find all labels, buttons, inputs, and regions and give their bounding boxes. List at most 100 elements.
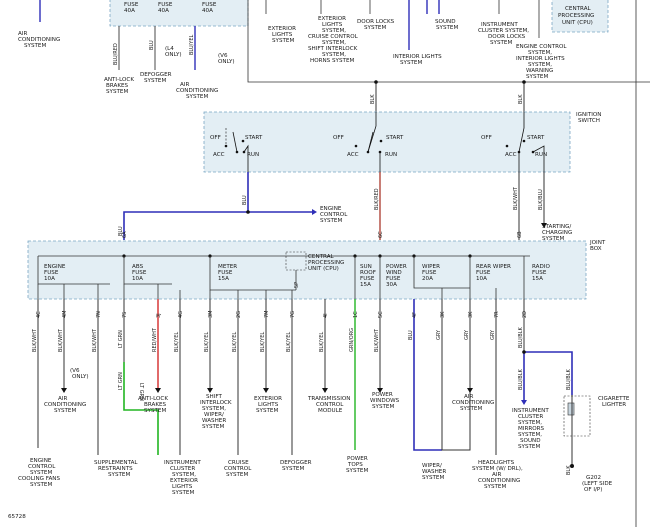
fuse-abs-1: ABS [132, 264, 144, 270]
jb-cpu-3: UNIT (CPU) [308, 266, 339, 272]
fuse-meter-1: METER [218, 264, 237, 270]
bl-ecs-1: ENGINE [30, 458, 52, 464]
bl-wiper-2: WASHER [422, 469, 446, 475]
label-starting-3: SYSTEM [542, 236, 564, 242]
bottom-wire-labels: BLK/WHT BLK/WHT BLK/WHT LT GRN RED/WHT B… [32, 326, 572, 475]
fuse-radio-2: FUSE [532, 270, 547, 276]
bl-ac-2: CONDITIONING [44, 402, 86, 408]
wire-label-blublk-3: BLU/BLK [566, 368, 572, 390]
wire-label-b6: BLK/YEL [204, 332, 210, 352]
pin-6c: 6C [378, 231, 384, 238]
label-ecs-top-2: SYSTEM, [528, 50, 552, 56]
ign3-off: OFF [481, 135, 492, 141]
pin-7r: 7R [494, 311, 500, 318]
bl-cluster-2: CLUSTER [170, 466, 195, 472]
wire-label-blkwht-mid: BLK/WHT [513, 186, 519, 210]
label-ext-top-2: LIGHTS [272, 32, 293, 38]
bl-head-5: SYSTEM [484, 484, 506, 490]
top-fuse-box-frame [109, 0, 249, 27]
label-ground-3: OF I/P) [584, 487, 603, 493]
label-abs-top-2: BRAKES [106, 83, 129, 89]
bl-shift-6: SYSTEM [202, 424, 224, 430]
bl-tops-1: POWER [347, 456, 368, 462]
ign3-acc: ACC [505, 152, 517, 158]
wire-label-blured: BLU/RED [113, 43, 119, 65]
label-sound-2: SYSTEM [436, 25, 458, 31]
wire-label-b3: LT GRN [118, 330, 124, 348]
pin-6b: 6B [517, 231, 523, 238]
label-ac-left-3: SYSTEM [24, 43, 46, 49]
bl-cluster-3: SYSTEM, [172, 472, 196, 478]
label-abs-top-1: ANTI-LOCK [104, 77, 134, 83]
ignition-section-3: OFF START ACC RUN [481, 112, 547, 172]
label-abs-top-3: SYSTEM [106, 89, 128, 95]
wire-label-blkblu: BLK/BLU [538, 189, 544, 210]
pin-6a: 6A [122, 231, 128, 238]
label-ecs-top-5: WARNING [526, 68, 553, 74]
ground-point [570, 464, 574, 468]
lighter-element [567, 402, 575, 416]
label-ecs-top-6: SYSTEM [526, 74, 548, 80]
ign1-off: OFF [210, 135, 221, 141]
bl-ext-2: LIGHTS [258, 402, 279, 408]
bl-trans-1: TRANSMISSION [307, 396, 350, 402]
top-fuse-amp-1: 40A [124, 8, 135, 14]
top-fuse-amp-2: 40A [158, 8, 169, 14]
bl-cluster2-6: SOUND [520, 438, 541, 444]
ignition-title-1: IGNITION [576, 112, 601, 118]
label-cluster-top-3: DOOR LOCKS [488, 34, 526, 40]
label-v6-top-1: (V6 [218, 53, 228, 59]
bl-cluster2-7: SYSTEM [518, 444, 540, 450]
label-ac-top-3: SYSTEM [186, 94, 208, 100]
bl-windows-1: POWER [372, 392, 393, 398]
pin-2g: 2G [236, 311, 242, 318]
bl-ac2-3: SYSTEM [460, 406, 482, 412]
pin-5c: 5C [378, 311, 384, 318]
ign2-acc: ACC [347, 152, 359, 158]
splice-blu [246, 210, 250, 214]
wire-label-b9: BLK/YEL [286, 332, 292, 352]
fuse-radio-1: RADIO [532, 264, 550, 270]
wire-label-blkred: BLK/RED [374, 188, 380, 210]
wire-label-b5: BLK/YEL [174, 332, 180, 352]
wire-label-blu-mid: BLU [242, 195, 248, 205]
fuse-wiper-3: 20A [422, 276, 433, 282]
pin-7m: 7M [264, 311, 270, 319]
pin-3k-b: 3K [468, 311, 474, 318]
label-ac-top-2: CONDITIONING [176, 88, 218, 94]
label-v6-bottom-2: ONLY) [72, 374, 89, 380]
bl-cluster2-5: SYSTEM, [518, 432, 542, 438]
fuse-wiper-2: FUSE [422, 270, 437, 276]
wire-label-blk-right: BLK [518, 94, 524, 104]
wire-label-b10: BLK/YEL [319, 332, 325, 352]
cigarette-lighter: CIGARETTE LIGHTER G202 (LEFT SIDE OF I/P… [563, 395, 630, 493]
fuse-radio: RADIO FUSE 15A [523, 256, 550, 299]
joint-box: JOINT BOX CENTRAL PROCESSING UNIT (CPU) … [27, 240, 606, 300]
ign2-off: OFF [333, 135, 344, 141]
bl-ext-1: EXTERIOR [254, 396, 282, 402]
bottom-wires [37, 299, 573, 455]
pin-4m: 4M [62, 311, 68, 319]
wire-label-blublk-2: BLU/BLK [518, 368, 524, 390]
fuse-power-3: FUSE [386, 276, 401, 282]
wire-label-b12: BLK/WHT [374, 328, 380, 352]
bl-shift-1: SHIFT [206, 394, 223, 400]
arrow-starting [541, 223, 547, 228]
bl-defog-2: SYSTEM [282, 466, 304, 472]
bl-srs-2: RESTRAINTS [98, 466, 133, 472]
bl-cruise-3: SYSTEM [226, 472, 248, 478]
fuse-rear-wiper: REAR WIPER FUSE 10A [469, 256, 511, 288]
label-lighter-2: LIGHTER [602, 402, 626, 408]
bl-cluster-4: EXTERIOR [170, 478, 198, 484]
top-cpu-line-1: CENTRAL [565, 6, 592, 12]
bl-head-2: SYSTEM (W/ DRL), [472, 466, 523, 472]
label-starting-2: CHARGING [542, 230, 572, 236]
fuse-sunroof-1: SUN [360, 264, 372, 270]
label-extc-3: SYSTEM, [322, 28, 346, 34]
bl-wiper-1: WIPER/ [422, 463, 442, 469]
label-extc-5: SYSTEM, [322, 40, 346, 46]
bl-ecs-5: SYSTEM [30, 482, 52, 488]
wire-label-b2: BLK/WHT [92, 328, 98, 352]
label-defog-top-2: SYSTEM [144, 78, 166, 84]
